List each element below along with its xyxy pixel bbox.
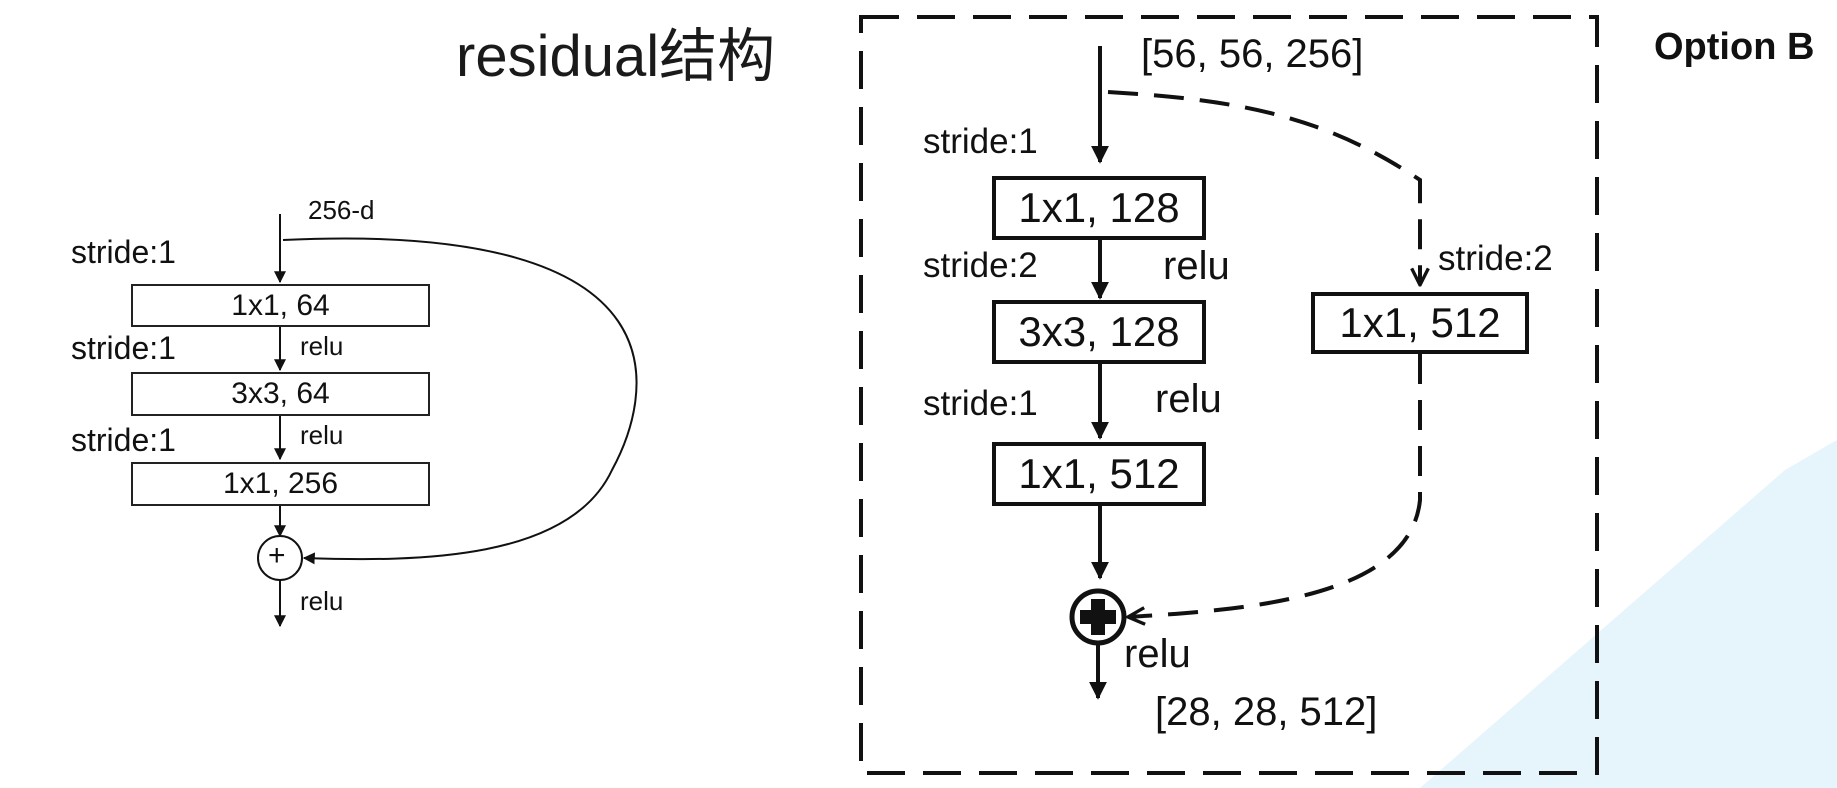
left-relu-2: relu <box>300 420 344 450</box>
slide-title: residual结构 <box>456 24 776 89</box>
left-conv-1x1-256: 1x1, 256 <box>131 462 430 506</box>
left-relu-1: relu <box>300 331 344 361</box>
right-relu-out: relu <box>1124 632 1191 676</box>
left-shortcut-curve <box>282 237 638 565</box>
right-relu-1: relu <box>1163 244 1230 288</box>
right-shortcut-out <box>1128 354 1422 617</box>
left-relu-out: relu <box>300 586 344 616</box>
right-input-shape: [56, 56, 256] <box>1141 32 1364 76</box>
left-stride-2: stride:1 <box>71 330 176 366</box>
option-label: Option B <box>1654 26 1815 68</box>
right-shortcut-in <box>1107 90 1420 285</box>
option-b-frame <box>859 15 1599 775</box>
left-add-symbol: + <box>268 539 286 572</box>
background-accent-shape <box>1420 440 1837 788</box>
right-add-plus-v <box>1091 599 1105 635</box>
right-shortcut-conv-1x1-512: 1x1, 512 <box>1311 292 1529 354</box>
right-conv-1x1-512: 1x1, 512 <box>992 442 1206 506</box>
left-conv-3x3-64: 3x3, 64 <box>131 372 430 416</box>
left-conv-1x1-64: 1x1, 64 <box>131 284 430 327</box>
right-relu-2: relu <box>1155 377 1222 421</box>
right-conv-1x1-128: 1x1, 128 <box>992 176 1206 240</box>
right-output-shape: [28, 28, 512] <box>1155 690 1378 734</box>
right-stride-2: stride:2 <box>923 246 1038 285</box>
left-stride-1: stride:1 <box>71 234 176 270</box>
left-input-label: 256-d <box>308 195 375 225</box>
right-conv-3x3-128: 3x3, 128 <box>992 300 1206 364</box>
left-stride-3: stride:1 <box>71 422 176 458</box>
right-stride-3: stride:1 <box>923 384 1038 423</box>
right-shortcut-stride: stride:2 <box>1438 239 1553 278</box>
right-stride-1: stride:1 <box>923 122 1038 161</box>
